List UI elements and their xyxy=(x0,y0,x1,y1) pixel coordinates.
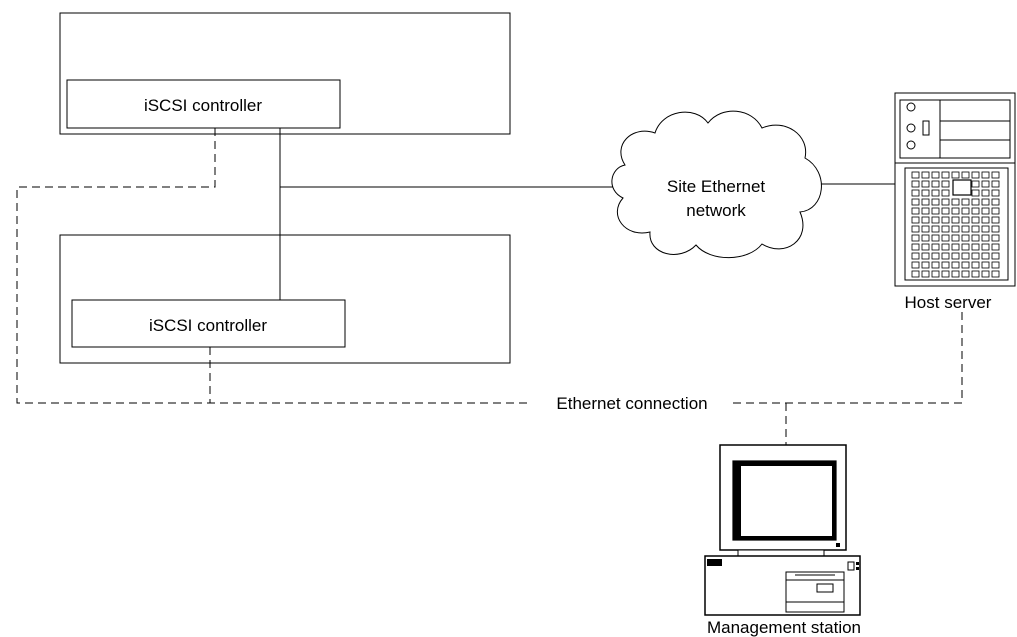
iscsi-controller-top xyxy=(66,79,341,129)
cloud-label-line1: Site Ethernet xyxy=(667,177,766,196)
cloud-label-line2: network xyxy=(686,201,746,220)
management-station-label: Management station xyxy=(707,618,861,637)
iscsi-controller-top-label: iSCSI controller xyxy=(144,96,262,115)
site-ethernet-cloud xyxy=(611,110,822,259)
storage-subsystem-bottom xyxy=(59,234,511,364)
management-station-icon xyxy=(704,444,861,616)
host-server-icon xyxy=(894,92,1016,287)
iscsi-controller-bottom xyxy=(71,299,346,348)
ethernet-connection-label: Ethernet connection xyxy=(556,394,707,413)
host-server-label: Host server xyxy=(905,293,992,312)
ethernet-dashed-lines xyxy=(16,128,963,445)
iscsi-controller-bottom-label: iSCSI controller xyxy=(149,316,267,335)
storage-subsystem-top xyxy=(59,12,511,135)
